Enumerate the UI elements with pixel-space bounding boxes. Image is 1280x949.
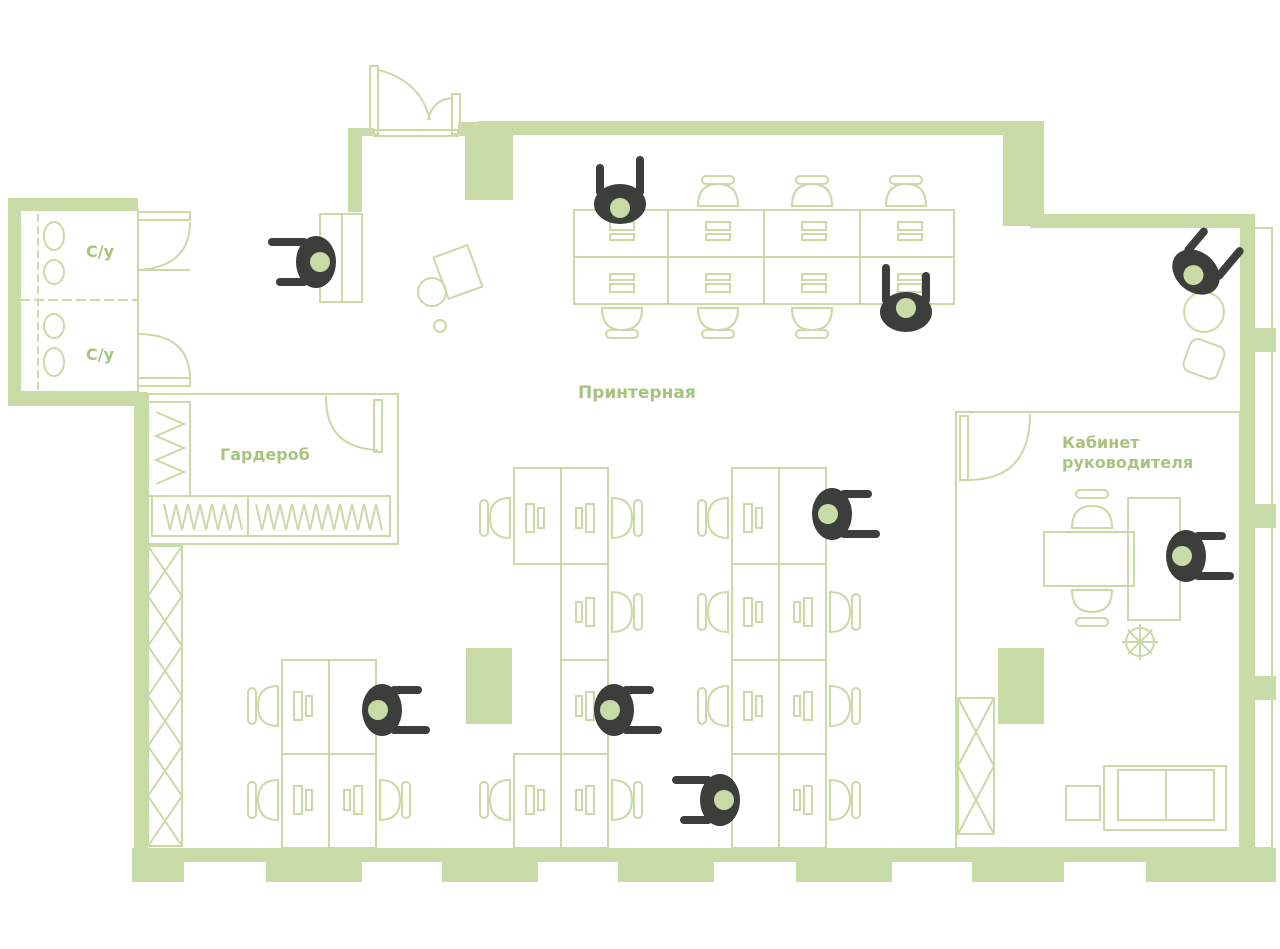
left-desk-cluster [247,659,411,849]
person-icon [362,684,430,736]
wardrobe-label: Гардероб [220,445,310,464]
director-office-label-2: руководителя [1062,453,1193,472]
printer [417,243,484,333]
person-icon [672,774,740,826]
person-icon [1166,530,1234,582]
wardrobe: Гардероб [147,393,399,545]
left-shelving [146,545,184,847]
printer-room-label: Принтерная [578,383,696,403]
center-desk-cluster-b [697,467,861,849]
person-icon [594,156,646,224]
person-icon [594,684,662,736]
top-desk-cluster [573,175,955,339]
person-icon [880,264,932,332]
director-office-label-1: Кабинет [1062,433,1140,452]
person-icon [268,236,336,288]
person-icon [812,488,880,540]
wc-bottom-label: С/у [86,345,115,364]
center-desk-cluster-a [479,467,643,849]
people [268,156,1244,826]
lounge-chairs [1182,291,1226,380]
wc-top-label: С/у [86,242,115,261]
director-office: Кабинет руководителя [955,411,1241,849]
entrance-door [369,65,461,137]
wc-block: С/у С/у [19,209,191,393]
person-icon [1172,227,1244,295]
outer-walls [8,121,1276,882]
